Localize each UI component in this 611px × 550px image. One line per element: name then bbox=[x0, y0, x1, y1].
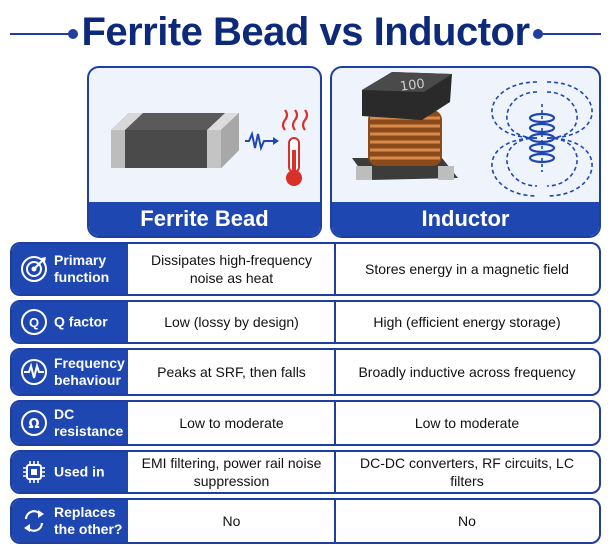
column-divider bbox=[334, 452, 336, 492]
waveform-icon bbox=[21, 359, 47, 385]
chip-icon bbox=[23, 461, 45, 483]
svg-text:Ω: Ω bbox=[28, 417, 39, 432]
decoration-dot-right bbox=[533, 29, 543, 39]
column-divider bbox=[334, 500, 336, 542]
row-label-cell: Replaces the other? bbox=[12, 500, 128, 542]
magnetic-field-icon bbox=[491, 81, 593, 197]
ferrite-cell: Low (lossy by design) bbox=[164, 314, 299, 330]
noise-arrow-icon bbox=[245, 130, 279, 152]
row-label-cell: Primary function bbox=[12, 244, 128, 294]
row-label: DC resistance bbox=[54, 406, 124, 439]
thermometer-icon bbox=[286, 137, 302, 186]
table-row-frequency-behaviour: Frequency behaviour Peaks at SRF, then f… bbox=[10, 348, 601, 396]
row-label: Frequency behaviour bbox=[54, 355, 125, 388]
svg-text:Q: Q bbox=[29, 315, 39, 330]
inductor-marking: 100 bbox=[399, 77, 426, 95]
column-divider bbox=[334, 402, 336, 444]
column-divider bbox=[334, 244, 336, 294]
row-label: Replaces the other? bbox=[54, 504, 123, 537]
ferrite-bead-panel: Ferrite Bead bbox=[87, 66, 322, 238]
target-icon bbox=[21, 256, 47, 282]
ohm-icon: Ω bbox=[21, 410, 47, 436]
ferrite-cell: EMI filtering, power rail noise suppress… bbox=[141, 455, 322, 489]
inductor-cell: Stores energy in a magnetic field bbox=[365, 261, 569, 277]
header: Ferrite Bead vs Inductor bbox=[0, 0, 611, 62]
row-label-cell: Frequency behaviour bbox=[12, 350, 128, 394]
ferrite-cell: Low to moderate bbox=[179, 415, 284, 431]
row-label: Q factor bbox=[54, 313, 108, 330]
q-icon: Q bbox=[21, 309, 47, 335]
row-label: Used in bbox=[54, 463, 105, 480]
inductor-heading: Inductor bbox=[332, 202, 599, 236]
inductor-cell: DC-DC converters, RF circuits, LC filter… bbox=[360, 455, 574, 489]
ferrite-cell: Dissipates high-frequency noise as heat bbox=[150, 252, 313, 286]
table-row-replaces: Replaces the other? No No bbox=[10, 498, 601, 544]
heat-icon bbox=[281, 109, 309, 131]
inductor-panel: 100 Inductor bbox=[330, 66, 601, 238]
table-row-used-in: Used in EMI filtering, power rail noise … bbox=[10, 450, 601, 494]
ferrite-bead-image bbox=[111, 113, 239, 168]
ferrite-bead-illustration bbox=[111, 109, 309, 186]
table-row-q-factor: Q Q factor Low (lossy by design) High (e… bbox=[10, 300, 601, 344]
column-divider bbox=[334, 302, 336, 342]
table-row-dc-resistance: Ω DC resistance Low to moderate Low to m… bbox=[10, 400, 601, 446]
row-label: Primary function bbox=[54, 252, 110, 285]
table-row-primary-function: Primary function Dissipates high-frequen… bbox=[10, 242, 601, 296]
page-title: Ferrite Bead vs Inductor bbox=[81, 10, 530, 54]
ferrite-bead-heading: Ferrite Bead bbox=[89, 202, 320, 236]
inductor-illustration: 100 bbox=[352, 72, 593, 197]
column-divider bbox=[334, 350, 336, 394]
decoration-line-right bbox=[540, 33, 601, 35]
row-label-cell: Q Q factor bbox=[12, 302, 128, 342]
row-label-cell: Ω DC resistance bbox=[12, 402, 128, 444]
inductor-cell: Broadly inductive across frequency bbox=[358, 364, 576, 380]
row-label-cell: Used in bbox=[12, 452, 128, 492]
swap-icon bbox=[24, 510, 44, 532]
ferrite-cell: No bbox=[222, 513, 241, 529]
ferrite-cell: Peaks at SRF, then falls bbox=[157, 364, 306, 380]
inductor-cell: No bbox=[458, 513, 476, 529]
decoration-dot-left bbox=[68, 29, 78, 39]
inductor-image: 100 bbox=[352, 72, 458, 180]
inductor-cell: High (efficient energy storage) bbox=[373, 314, 561, 330]
decoration-line-left bbox=[10, 33, 72, 35]
inductor-cell: Low to moderate bbox=[414, 415, 520, 431]
